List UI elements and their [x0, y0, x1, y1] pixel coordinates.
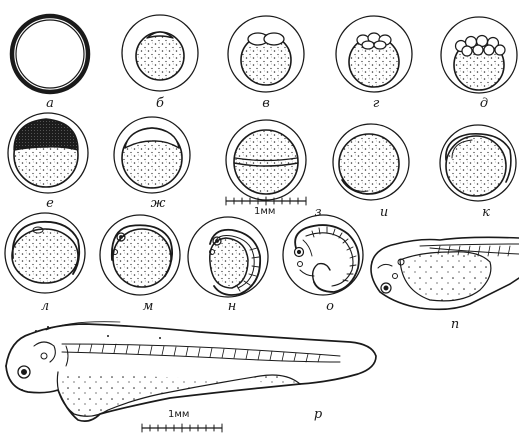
stage-label-zh: ж [150, 196, 166, 211]
embryo-stage-zh [113, 116, 191, 194]
stage-label-z: з [314, 205, 322, 220]
stage-label-g: г [372, 96, 380, 111]
embryo-stage-r [5, 321, 377, 422]
embryo-stage-b [121, 14, 199, 92]
scale-bar-1 [225, 196, 307, 206]
stage-label-n: н [227, 299, 237, 314]
stage-label-p: п [450, 317, 460, 332]
stage-label-m: м [142, 299, 154, 314]
stage-label-k: к [482, 205, 490, 220]
stage-label-d: д [479, 96, 489, 111]
stage-label-a: а [46, 96, 54, 111]
stage-label-b: б [156, 96, 164, 111]
embryo-stage-o [282, 214, 364, 296]
embryo-stage-z [225, 119, 307, 201]
embryo-stage-l [4, 212, 86, 294]
embryo-stage-k [439, 124, 517, 202]
embryo-stage-e [7, 112, 89, 194]
stage-label-o: о [326, 299, 334, 314]
stage-label-i: и [379, 205, 389, 220]
embryo-stage-d [440, 16, 518, 94]
stage-label-v: в [262, 96, 270, 111]
stage-label-l: л [40, 299, 50, 314]
embryo-stage-m [99, 214, 181, 296]
scale-bar-1-label: 1мм [254, 206, 276, 217]
embryo-stage-g [335, 15, 413, 93]
scale-bar-2 [141, 423, 223, 433]
embryo-stage-v [227, 15, 305, 93]
scale-bar-2-label: 1мм [168, 409, 190, 420]
embryo-stage-p [370, 236, 519, 311]
embryo-stage-i [332, 123, 410, 201]
stage-label-r: р [313, 407, 323, 422]
stage-label-e: е [46, 196, 54, 211]
embryo-stage-a [9, 13, 91, 95]
embryo-stage-n [187, 216, 269, 298]
